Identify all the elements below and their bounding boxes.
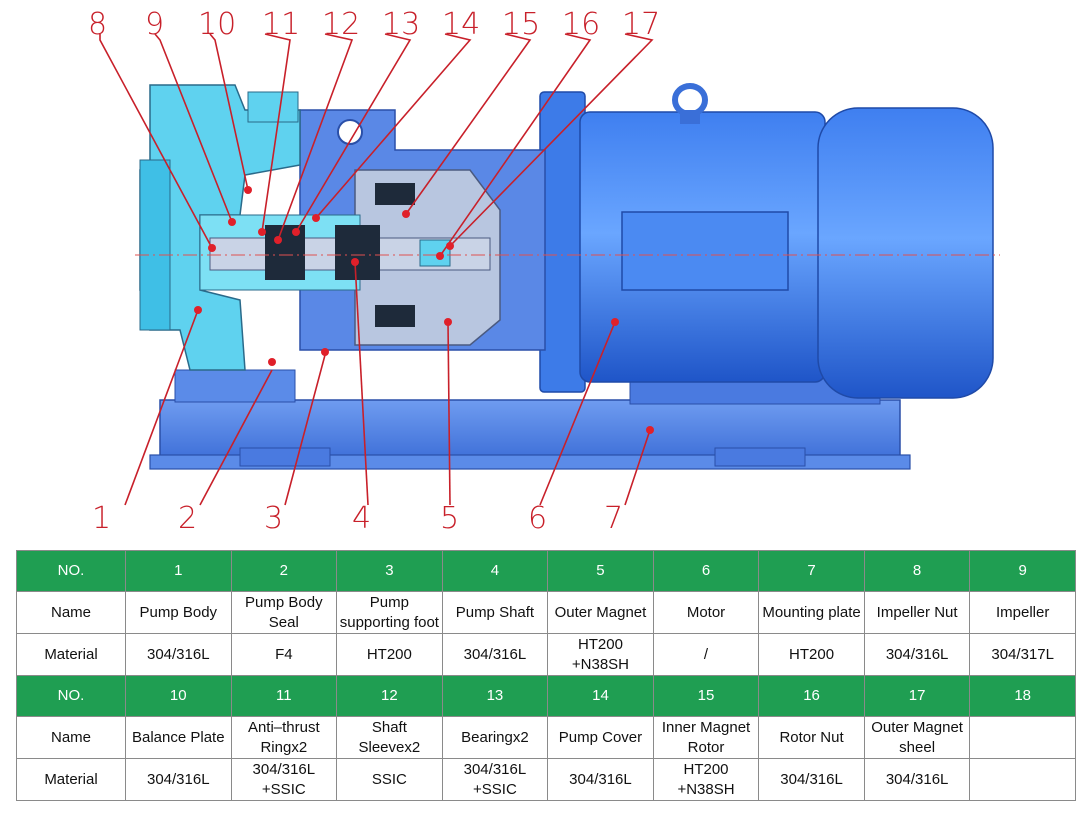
callout-8: 8 <box>88 7 107 42</box>
table-cell: F4 <box>230 633 338 676</box>
header-cell: 13 <box>441 675 549 717</box>
header-cell: NO. <box>16 675 126 717</box>
callout-9: 9 <box>145 7 164 42</box>
table-cell: 304/316L <box>547 758 654 801</box>
table-cell: 304/316L <box>758 758 865 801</box>
table-cell: 304/316L <box>863 633 971 676</box>
callout-15: 15 <box>502 7 540 42</box>
callout-6: 6 <box>528 501 547 536</box>
table-cell: HT200 <box>758 633 865 676</box>
table-row: Name Pump Body Pump Body Seal Pump suppo… <box>16 591 1076 634</box>
callout-4: 4 <box>352 501 371 536</box>
table-cell: HT200 +N38SH <box>547 633 654 676</box>
table-cell: 304/316L +SSIC <box>441 758 549 801</box>
motor <box>539 83 994 399</box>
table-cell: Rotor Nut <box>758 716 865 759</box>
header-cell: 8 <box>863 550 971 592</box>
header-cell: 9 <box>969 550 1076 592</box>
table-cell: 304/316L <box>125 758 232 801</box>
callout-11: 11 <box>262 7 300 42</box>
row-label: Name <box>16 591 126 634</box>
table-cell: Outer Magnet <box>547 591 654 634</box>
pump-casing <box>139 84 491 371</box>
table-cell: Pump Cover <box>547 716 654 759</box>
table-cell: SSIC <box>336 758 443 801</box>
table-cell: Shaft Sleevex2 <box>336 716 443 759</box>
table-cell <box>969 716 1076 759</box>
table-cell: Inner Magnet Rotor <box>652 716 760 759</box>
table-cell: 304/317L <box>969 633 1076 676</box>
callout-2: 2 <box>178 501 197 536</box>
table-cell: / <box>652 633 760 676</box>
header-cell: 12 <box>336 675 443 717</box>
callout-7: 7 <box>604 501 623 536</box>
callout-12: 12 <box>322 7 360 42</box>
callout-14: 14 <box>442 7 480 42</box>
mounting-plate <box>149 369 911 470</box>
table-cell: Bearingx2 <box>441 716 549 759</box>
table-cell: Mounting plate <box>758 591 865 634</box>
table-cell: Pump Body <box>125 591 232 634</box>
callout-5: 5 <box>440 501 459 536</box>
table-cell: 304/316L <box>863 758 971 801</box>
table-cell: 304/316L <box>441 633 549 676</box>
table-cell: Outer Magnet sheel <box>863 716 971 759</box>
table-cell <box>969 758 1076 801</box>
callout-dots <box>194 186 654 434</box>
table-cell: Motor <box>652 591 760 634</box>
header-cell: 1 <box>125 550 232 592</box>
header-cell: 2 <box>230 550 338 592</box>
pump-cross-section-diagram: 8 9 10 11 12 13 14 15 16 17 1 2 3 4 5 6 … <box>88 7 1000 536</box>
table-cell: Pump supporting foot <box>336 591 443 634</box>
callout-13: 13 <box>382 7 420 42</box>
callout-16: 16 <box>562 7 600 42</box>
table-cell: 304/316L <box>125 633 232 676</box>
table-header-row: NO. 10 11 12 13 14 15 16 17 18 <box>16 675 1076 717</box>
row-label: Material <box>16 633 126 676</box>
callout-10: 10 <box>198 7 236 42</box>
table-cell: 304/316L +SSIC <box>230 758 338 801</box>
header-cell: 10 <box>125 675 232 717</box>
table-cell: HT200 <box>336 633 443 676</box>
table-cell: Impeller <box>969 591 1076 634</box>
callout-1: 1 <box>92 501 111 536</box>
table-cell: Impeller Nut <box>863 591 971 634</box>
table-header-row: NO. 1 2 3 4 5 6 7 8 9 <box>16 550 1076 592</box>
callout-17: 17 <box>622 7 660 42</box>
table-cell: Anti–thrust Ringx2 <box>230 716 338 759</box>
table-row: Material 304/316L F4 HT200 304/316L HT20… <box>16 633 1076 676</box>
header-cell: 4 <box>441 550 549 592</box>
header-cell: 17 <box>863 675 971 717</box>
table-cell: Pump Body Seal <box>230 591 338 634</box>
table-cell: HT200 +N38SH <box>652 758 760 801</box>
header-cell: 16 <box>758 675 865 717</box>
header-cell: 11 <box>230 675 338 717</box>
header-cell: 3 <box>336 550 443 592</box>
header-cell: 18 <box>969 675 1076 717</box>
table-cell: Pump Shaft <box>441 591 549 634</box>
header-cell: 14 <box>547 675 654 717</box>
leader-lines <box>99 33 654 506</box>
table-row: Material 304/316L 304/316L +SSIC SSIC 30… <box>16 758 1076 801</box>
table-cell: Balance Plate <box>125 716 232 759</box>
header-cell: 6 <box>652 550 760 592</box>
header-cell: NO. <box>16 550 126 592</box>
row-label: Name <box>16 716 126 759</box>
header-cell: 15 <box>652 675 760 717</box>
header-cell: 5 <box>547 550 654 592</box>
row-label: Material <box>16 758 126 801</box>
parts-table: NO. 1 2 3 4 5 6 7 8 9 Name Pump Body Pum… <box>16 550 1076 801</box>
callout-3: 3 <box>264 501 283 536</box>
callout-numbers: 8 9 10 11 12 13 14 15 16 17 1 2 3 4 5 6 … <box>88 7 660 536</box>
table-row: Name Balance Plate Anti–thrust Ringx2 Sh… <box>16 716 1076 759</box>
header-cell: 7 <box>758 550 865 592</box>
